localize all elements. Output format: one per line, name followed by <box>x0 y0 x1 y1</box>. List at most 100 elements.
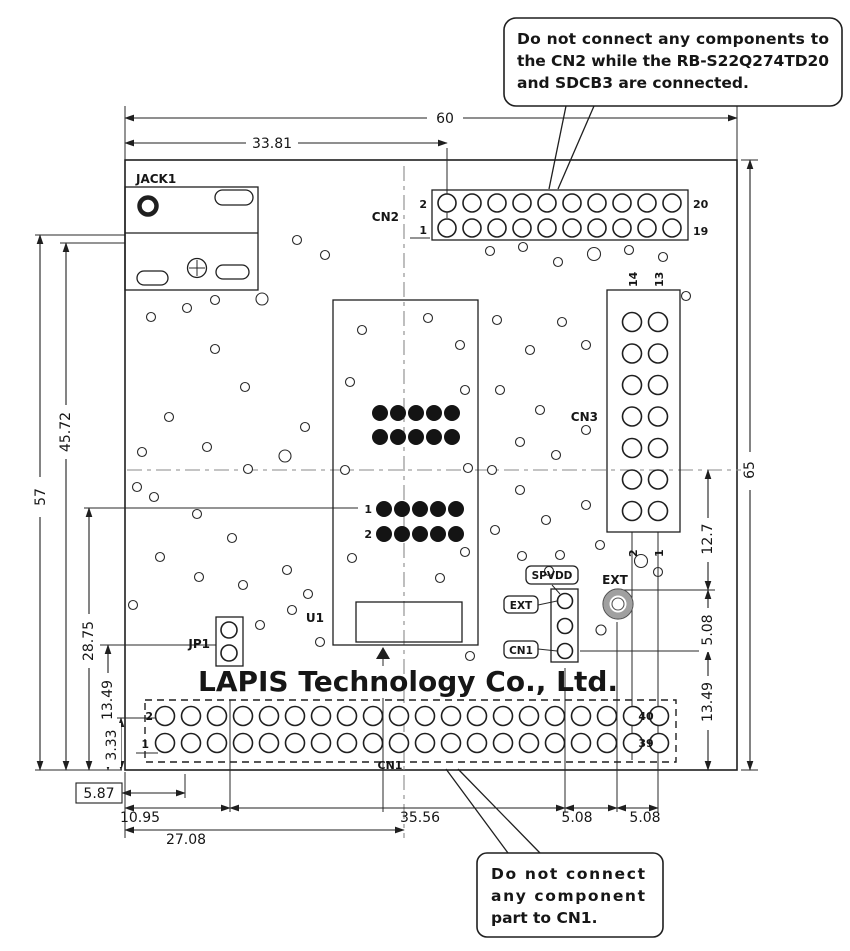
cn2-pin <box>562 218 582 238</box>
via-hole <box>580 339 592 351</box>
cn2-pin <box>537 218 557 238</box>
via-hole <box>242 463 254 475</box>
u1-pad-dot <box>448 501 464 517</box>
via-hole <box>459 546 471 558</box>
cn3-pin13-label: 13 <box>653 272 666 287</box>
via-hole <box>459 384 471 396</box>
via-hole <box>278 449 292 463</box>
u1-pad-dot <box>376 526 392 542</box>
cn3-pin <box>647 469 669 490</box>
cn1-label: CN1 <box>378 759 403 772</box>
via-hole <box>494 384 506 396</box>
cn1-pin <box>362 705 384 727</box>
callout-cn1-line3: part to CN1. <box>491 909 597 927</box>
jp1-pin <box>220 644 238 662</box>
cn1-pin <box>544 705 566 727</box>
cn2-pin1-label: 1 <box>419 224 427 237</box>
cn3-pin <box>647 500 669 522</box>
jack-ring-pad <box>137 195 159 217</box>
via-hole <box>534 404 546 416</box>
u1-pad-dot <box>372 429 388 445</box>
cn1-pin <box>518 705 540 727</box>
cn1-pin <box>154 705 176 727</box>
u1-pad-dot <box>412 501 428 517</box>
cn1-pin <box>414 732 436 754</box>
via-hole <box>464 650 476 662</box>
dim-45-72: 45.72 <box>58 412 74 452</box>
cn3-pin <box>621 437 643 459</box>
cn2-pin <box>662 193 682 213</box>
via-hole <box>491 314 503 326</box>
via-hole <box>514 436 526 448</box>
cn1-pin <box>388 732 410 754</box>
via-hole <box>239 381 251 393</box>
cn2-pin <box>637 218 657 238</box>
via-hole <box>489 524 501 536</box>
via-hole <box>462 462 474 474</box>
via-hole <box>346 552 358 564</box>
via-hole <box>554 549 566 561</box>
u1-pad-dot <box>372 405 388 421</box>
u1-pad-dot <box>390 405 406 421</box>
callout-cn1-pointer <box>457 768 541 854</box>
cn1-connector: 2 1 40 39 CN1 <box>136 699 677 772</box>
via-hole <box>454 339 466 351</box>
cn1-pin <box>570 705 592 727</box>
dim-13-49-left: 13.49 <box>100 680 116 720</box>
via-hole <box>356 324 368 336</box>
cn1-pin39-label: 39 <box>638 737 653 750</box>
callout-cn1-line1: Do not connect <box>491 865 646 883</box>
cn1-pin <box>596 705 618 727</box>
via-hole <box>580 499 592 511</box>
via-hole <box>516 550 528 562</box>
cn1-pin <box>232 732 254 754</box>
via-hole <box>127 599 139 611</box>
via-hole <box>339 464 351 476</box>
via-hole <box>319 249 331 261</box>
via-hole <box>434 572 446 584</box>
cn1-pin <box>180 732 202 754</box>
cn1-pin <box>648 732 670 754</box>
cn2-pin <box>562 193 582 213</box>
u1-pad-dot <box>430 526 446 542</box>
cn1-pin <box>492 732 514 754</box>
cn1-pin <box>336 732 358 754</box>
via-hole <box>254 619 266 631</box>
cn1-pin2-label: 2 <box>145 710 153 723</box>
cn1-pin <box>284 705 306 727</box>
cn2-pin <box>462 218 482 238</box>
pad-ext-hole <box>556 617 574 635</box>
u1-pad-dot <box>408 429 424 445</box>
pad-cn1-hole <box>556 642 574 660</box>
via-hole <box>524 344 536 356</box>
cn2-pin <box>612 193 632 213</box>
cn1-pin <box>362 732 384 754</box>
cn3-pin <box>647 374 669 396</box>
via-holes <box>127 234 692 662</box>
u1-row2-label: 2 <box>364 528 372 541</box>
jp1-header: JP1 <box>187 616 244 667</box>
cn2-connector: CN2 2 1 20 19 <box>372 189 709 241</box>
cn2-pin <box>587 193 607 213</box>
cn3-connector: CN3 14 13 2 1 <box>571 271 681 557</box>
cn1-pin1-label: 1 <box>141 738 149 751</box>
cn2-pin <box>437 218 457 238</box>
dim-65: 65 <box>742 461 758 479</box>
cn2-pin <box>662 218 682 238</box>
cn1-pin <box>310 705 332 727</box>
cn1-pin <box>154 732 176 754</box>
via-hole <box>299 421 311 433</box>
dim-12-7: 12.7 <box>700 523 716 554</box>
brand-silkscreen: LAPIS Technology Co., Ltd. <box>198 665 618 698</box>
via-hole <box>163 411 175 423</box>
cn1-pin <box>466 705 488 727</box>
via-hole <box>255 292 269 306</box>
spvdd-flag-label: SPVDD <box>532 570 573 582</box>
cn2-pin <box>512 218 532 238</box>
cn1-pin <box>622 705 644 727</box>
cn2-pin <box>537 193 557 213</box>
cn1-pin <box>388 705 410 727</box>
via-hole <box>131 481 143 493</box>
dim-10-95: 10.95 <box>120 810 160 826</box>
via-hole <box>580 424 592 436</box>
